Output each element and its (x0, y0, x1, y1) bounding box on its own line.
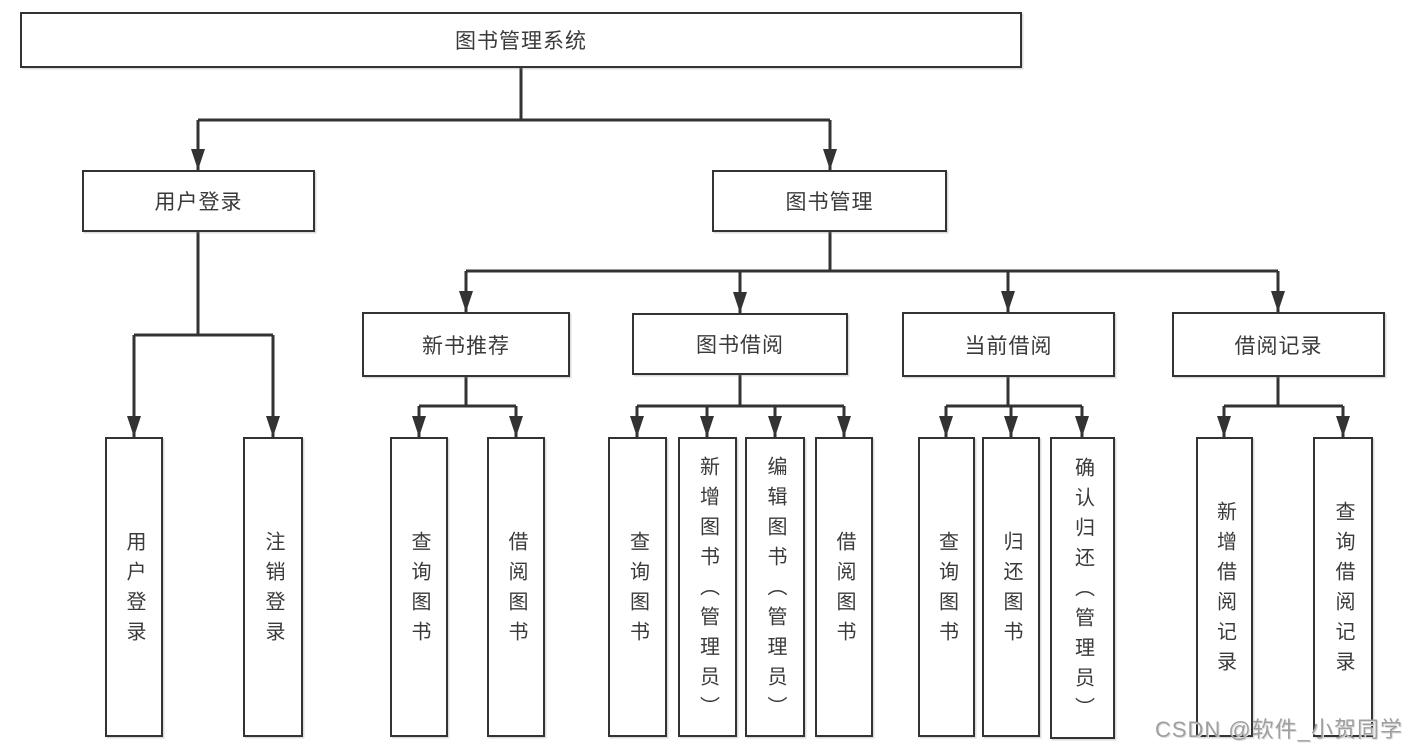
arrow-head (768, 416, 782, 437)
node-borrow-records: 借阅记录 (1172, 312, 1385, 377)
arrow-head (266, 416, 280, 437)
arrowheads (127, 149, 1350, 437)
leaf-return-books: 归还图书 (982, 437, 1040, 737)
leaf-borrow-books: 借阅图书 (815, 437, 873, 737)
arrow-head (1004, 416, 1018, 437)
arrow-head (837, 416, 851, 437)
arrow-head (1271, 291, 1285, 312)
arrow-head (1336, 416, 1350, 437)
leaf-add-borrow-record: 新增借阅记录 (1196, 437, 1253, 737)
login-tree-connector (132, 232, 275, 437)
leaf-user-login: 用户登录 (105, 437, 163, 737)
arrow-head (191, 149, 205, 170)
leaf-logout: 注销登录 (243, 437, 303, 737)
newrec-tree-connector (417, 377, 518, 437)
leaf-confirm-return-admin: 确认归还（管理员） (1050, 437, 1115, 739)
arrow-head (1217, 416, 1231, 437)
arrow-head (1001, 291, 1015, 312)
leaf-query-borrow-record: 查询借阅记录 (1313, 437, 1373, 737)
arrow-head (733, 292, 747, 313)
node-root-system: 图书管理系统 (20, 12, 1022, 68)
arrow-head (412, 416, 426, 437)
arrow-head (1075, 416, 1089, 437)
leaf-edit-books-admin: 编辑图书（管理员） (745, 437, 805, 737)
connector-stems (132, 68, 1345, 437)
arrow-head (459, 291, 473, 312)
leaf-new-query-books: 查询图书 (390, 437, 448, 737)
leaf-new-borrow-books: 借阅图书 (487, 437, 545, 737)
records-tree-connector (1222, 377, 1345, 437)
mgmt-tree-connector (464, 232, 1280, 313)
arrow-head (700, 416, 714, 437)
node-book-borrowing: 图书借阅 (632, 313, 848, 375)
root-tree-connector (196, 68, 832, 170)
leaf-current-query-books: 查询图书 (918, 437, 975, 737)
csdn-watermark: CSDN @软件_小贺同学 (1154, 717, 1403, 742)
node-user-login-module: 用户登录 (82, 170, 315, 232)
arrow-head (630, 416, 644, 437)
arrow-head (509, 416, 523, 437)
node-new-book-recommend: 新书推荐 (362, 312, 570, 377)
arrow-head (127, 416, 141, 437)
node-current-borrowing: 当前借阅 (902, 312, 1115, 377)
node-book-management: 图书管理 (712, 170, 947, 232)
leaf-borrow-query-books: 查询图书 (608, 437, 667, 737)
leaf-add-books-admin: 新增图书（管理员） (678, 437, 737, 737)
borrow-tree-connector (635, 375, 846, 437)
arrow-head (823, 149, 837, 170)
arrow-head (939, 416, 953, 437)
